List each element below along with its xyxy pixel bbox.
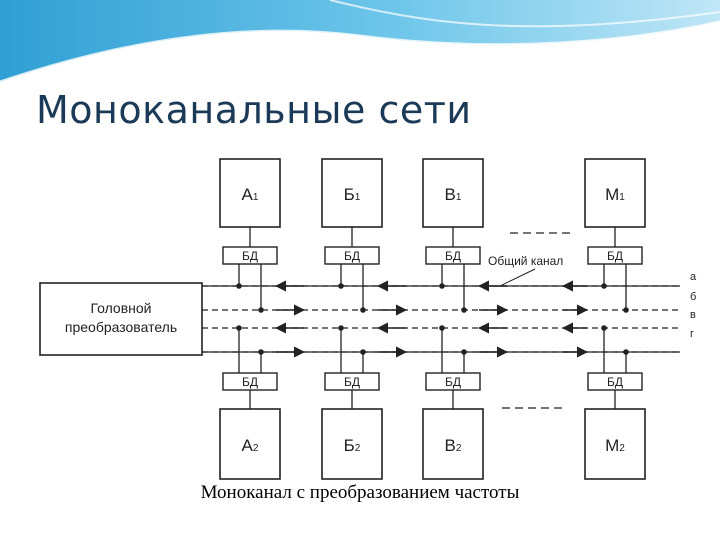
bottom-bd-label: БД [242, 375, 258, 389]
tap-dot [439, 325, 445, 331]
head-converter-line2: преобразователь [65, 319, 177, 335]
tap-dot [601, 325, 607, 331]
line-label-b: б [690, 291, 696, 303]
top-bd-block [324, 246, 380, 265]
monochannel-diagram: Головной преобразователь Общий канал а б… [39, 158, 697, 480]
channel-lines [202, 285, 680, 353]
bottom-node-label: А2 [242, 436, 259, 455]
tap-dot [338, 283, 344, 289]
top-node-label: А1 [242, 185, 259, 204]
line-label-g: г [690, 328, 694, 340]
bottom-bd-block [425, 372, 481, 391]
tap-dot [258, 307, 264, 313]
top-bd-label: БД [242, 249, 258, 263]
bottom-node-label: М2 [605, 436, 625, 455]
top-bd-block [425, 246, 481, 265]
top-node-label: Б1 [344, 185, 361, 204]
tap-dot [623, 349, 629, 355]
header-wave-decoration [0, 0, 720, 84]
top-bd-label: БД [445, 249, 461, 263]
bottom-bd-block [324, 372, 380, 391]
bottom-node-box [584, 408, 646, 480]
top-bd-label: БД [607, 249, 623, 263]
bottom-bd-label: БД [445, 375, 461, 389]
top-node-label: М1 [605, 185, 625, 204]
top-node-box [321, 158, 383, 228]
tap-dot [461, 307, 467, 313]
diagram-caption: Моноканал с преобразованием частоты [200, 482, 520, 503]
bottom-bd-block [222, 372, 278, 391]
tap-dot [461, 349, 467, 355]
tap-dot [360, 307, 366, 313]
tap-dot [338, 325, 344, 331]
tap-dot [236, 283, 242, 289]
bottom-bd-label: БД [344, 375, 360, 389]
top-bd-block [587, 246, 643, 265]
slide-title: Моноканальные сети [36, 88, 472, 132]
tap-dot [623, 307, 629, 313]
bottom-node-label: В2 [445, 436, 462, 455]
tap-dot [236, 325, 242, 331]
bottom-node-box [321, 408, 383, 480]
tap-dot [360, 349, 366, 355]
bottom-bd-label: БД [607, 375, 623, 389]
top-node-label: В1 [445, 185, 462, 204]
top-node-box [219, 158, 281, 228]
common-channel-label: Общий канал [488, 254, 563, 268]
top-bd-label: БД [344, 249, 360, 263]
line-label-a: а [690, 271, 697, 283]
tap-dot [439, 283, 445, 289]
tap-dot [258, 349, 264, 355]
bottom-node-box [219, 408, 281, 480]
head-converter-box [39, 282, 203, 356]
bottom-node-label: Б2 [344, 436, 361, 455]
bottom-bd-block [587, 372, 643, 391]
top-node-box [422, 158, 484, 228]
top-bd-block [222, 246, 278, 265]
line-label-v: в [690, 309, 696, 321]
head-converter-line1: Головной [90, 300, 151, 316]
tap-dot [601, 283, 607, 289]
